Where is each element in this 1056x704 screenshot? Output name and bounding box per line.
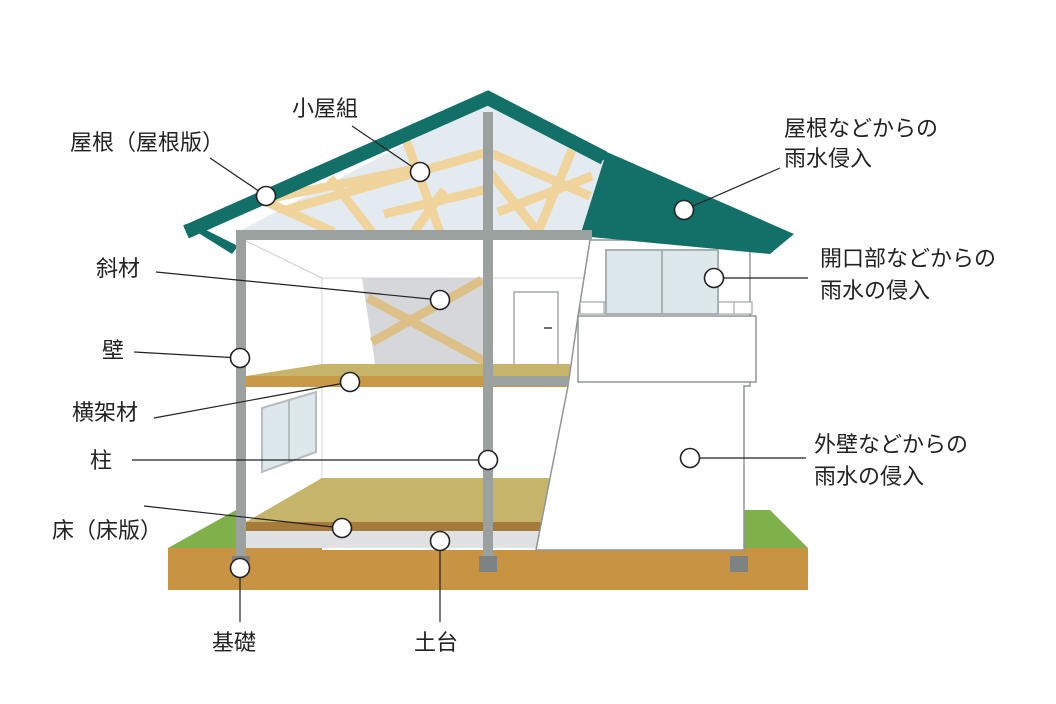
label-wall-risk-1: 外壁などからの bbox=[814, 433, 968, 458]
label-roof-risk-1: 屋根などからの bbox=[784, 117, 938, 142]
label-yokogazai: 横架材 bbox=[72, 401, 138, 426]
marker-yuka bbox=[333, 519, 352, 538]
label-wall-risk-2: 雨水の侵入 bbox=[814, 465, 924, 490]
label-kiso: 基礎 bbox=[212, 631, 256, 656]
label-opening-risk-2: 雨水の侵入 bbox=[820, 279, 930, 304]
marker-hashira bbox=[479, 451, 498, 470]
marker-koyagumi bbox=[411, 163, 430, 182]
center-column bbox=[483, 112, 493, 558]
marker-dodai bbox=[431, 532, 450, 551]
mid-beam-ext bbox=[493, 376, 569, 386]
label-hashira: 柱 bbox=[90, 449, 112, 474]
label-yuka: 床（床版） bbox=[52, 519, 162, 544]
label-yane: 屋根（屋根版） bbox=[70, 131, 224, 156]
sill-under-floor bbox=[246, 531, 550, 548]
marker-shazai bbox=[431, 291, 450, 310]
balcony-wall bbox=[578, 316, 756, 382]
label-opening-risk-1: 開口部などからの bbox=[820, 247, 996, 272]
label-roof-risk-2: 雨水侵入 bbox=[784, 147, 872, 172]
foot-center bbox=[479, 556, 497, 572]
marker-kiso bbox=[231, 559, 250, 578]
label-shazai: 斜材 bbox=[96, 257, 140, 282]
marker-kabe bbox=[231, 349, 250, 368]
marker-opening-risk bbox=[705, 269, 724, 288]
marker-wall-risk bbox=[681, 449, 700, 468]
marker-roof-risk bbox=[675, 201, 694, 220]
label-dodai: 土台 bbox=[414, 631, 458, 656]
label-koyagumi: 小屋組 bbox=[292, 97, 358, 122]
label-kabe: 壁 bbox=[102, 339, 124, 364]
foot-right bbox=[730, 556, 748, 572]
top-beam bbox=[236, 230, 592, 240]
marker-yokogazai bbox=[341, 373, 360, 392]
door bbox=[514, 292, 558, 368]
first-floor-beam bbox=[246, 522, 550, 531]
marker-yane bbox=[257, 187, 276, 206]
